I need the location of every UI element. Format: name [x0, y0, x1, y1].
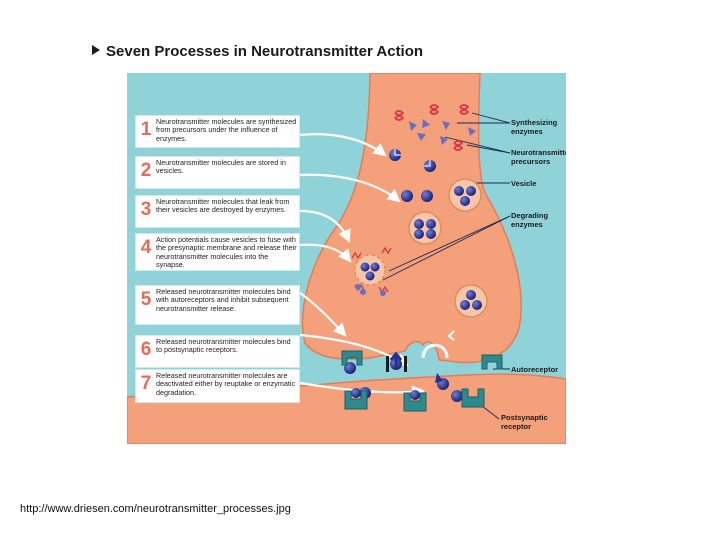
- vesicle-2: [408, 211, 442, 245]
- bound-neurotransmitters: [351, 388, 420, 400]
- vesicle-3: [454, 284, 488, 318]
- postsynaptic-receptors: [344, 388, 485, 412]
- vesicle-1: [448, 178, 482, 212]
- step-text: Neurotransmitter molecules are synthesiz…: [156, 117, 297, 143]
- label-leaders: [382, 112, 511, 420]
- label-autoreceptor: Autoreceptor: [511, 365, 559, 374]
- step-number: 6: [140, 339, 152, 360]
- step-text: Neurotransmitter molecules are stored in…: [156, 158, 286, 176]
- step-number: 3: [140, 199, 152, 220]
- step-6: 6 Released neurotransmitter molecules bi…: [135, 335, 300, 368]
- degraded-fragments: [355, 284, 386, 296]
- label-degrading-enzymes: Degrading enzymes: [511, 211, 549, 229]
- label-synthesizing-enzymes: Synthesizing enzymes: [511, 118, 558, 136]
- synthesizing-enzymes: [394, 104, 470, 151]
- bullet-arrow-icon: [92, 45, 100, 55]
- step-text: Neurotransmitter molecules that leak fro…: [156, 197, 290, 215]
- step-number: 2: [140, 160, 152, 181]
- step-number: 5: [140, 289, 152, 310]
- step-4: 4 Action potentials cause vesicles to fu…: [135, 233, 300, 271]
- page-title: Seven Processes in Neurotransmitter Acti…: [92, 43, 423, 60]
- autoreceptors: [341, 350, 503, 370]
- fusing-vesicle: [421, 343, 449, 359]
- step-3: 3 Neurotransmitter molecules that leak f…: [135, 195, 300, 228]
- step-5: 5 Released neurotransmitter molecules bi…: [135, 285, 300, 325]
- enzymatic-degradation-arrow: [435, 373, 443, 383]
- step-number: 1: [140, 119, 152, 140]
- step-1: 1 Neurotransmitter molecules are synthes…: [135, 115, 300, 148]
- vesicles: [354, 178, 488, 318]
- reuptake-transporter: [386, 351, 407, 372]
- neurotransmitter-precursors: [409, 119, 476, 145]
- small-white-arrow: [447, 330, 455, 341]
- title-text: Seven Processes in Neurotransmitter Acti…: [106, 43, 424, 60]
- label-neurotransmitter-precursors: Neurotransmitter precursors: [511, 148, 566, 166]
- diagram-artwork: [127, 73, 566, 444]
- step-text: Released neurotransmitter molecules bind…: [156, 287, 291, 313]
- assembling-neurotransmitters: [389, 149, 436, 172]
- leaking-vesicle: [354, 254, 386, 286]
- neurotransmitter-diagram: 1 Neurotransmitter molecules are synthes…: [127, 73, 566, 444]
- step-number: 7: [140, 373, 152, 394]
- step-text: Action potentials cause vesicles to fuse…: [156, 235, 297, 270]
- step-text: Released neurotransmitter molecules bind…: [156, 337, 291, 355]
- step-number: 4: [140, 237, 152, 258]
- source-url: http://www.driesen.com/neurotransmitter_…: [20, 503, 291, 515]
- step-7: 7 Released neurotransmitter molecules ar…: [135, 369, 300, 403]
- step-text: Released neurotransmitter molecules are …: [156, 371, 296, 397]
- label-vesicle: Vesicle: [511, 179, 537, 188]
- step-arrows: [299, 133, 426, 399]
- step-2: 2 Neurotransmitter molecules are stored …: [135, 156, 300, 189]
- label-postsynaptic-receptor: Postsynaptic receptor: [501, 413, 548, 431]
